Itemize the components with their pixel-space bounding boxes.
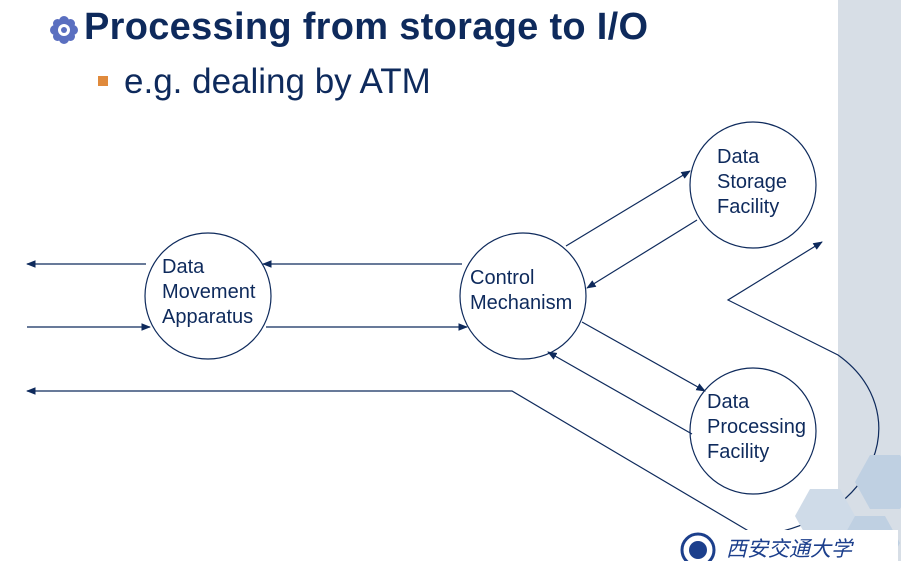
arrow-control-to-processing	[581, 321, 706, 392]
arrow-storage-to-control	[586, 219, 698, 289]
square-bullet-icon	[98, 76, 108, 86]
node-processing-label: Data Processing Facility	[707, 391, 806, 463]
node-movement-circle	[144, 232, 272, 360]
arrow-output-bottom	[26, 387, 758, 537]
node-processing-circle	[689, 367, 817, 495]
node-control-circle	[459, 232, 587, 360]
node-storage-circle	[689, 121, 817, 249]
slide-title: Processing from storage to I/O	[84, 6, 649, 48]
node-storage-label: Data Storage Facility	[717, 146, 788, 218]
slide-subtitle: e.g. dealing by ATM	[124, 62, 431, 101]
university-logo	[668, 530, 898, 561]
university-logo-text: 西安交通大学	[726, 537, 852, 561]
arrow-feedback-curve	[726, 241, 880, 537]
flower-bullet-icon	[50, 16, 78, 44]
node-movement-label: Data Movement Apparatus	[162, 256, 256, 328]
node-control-label: Control Mechanism	[470, 267, 573, 314]
arrow-control-to-storage	[565, 170, 691, 247]
arrow-processing-to-control	[547, 351, 693, 435]
